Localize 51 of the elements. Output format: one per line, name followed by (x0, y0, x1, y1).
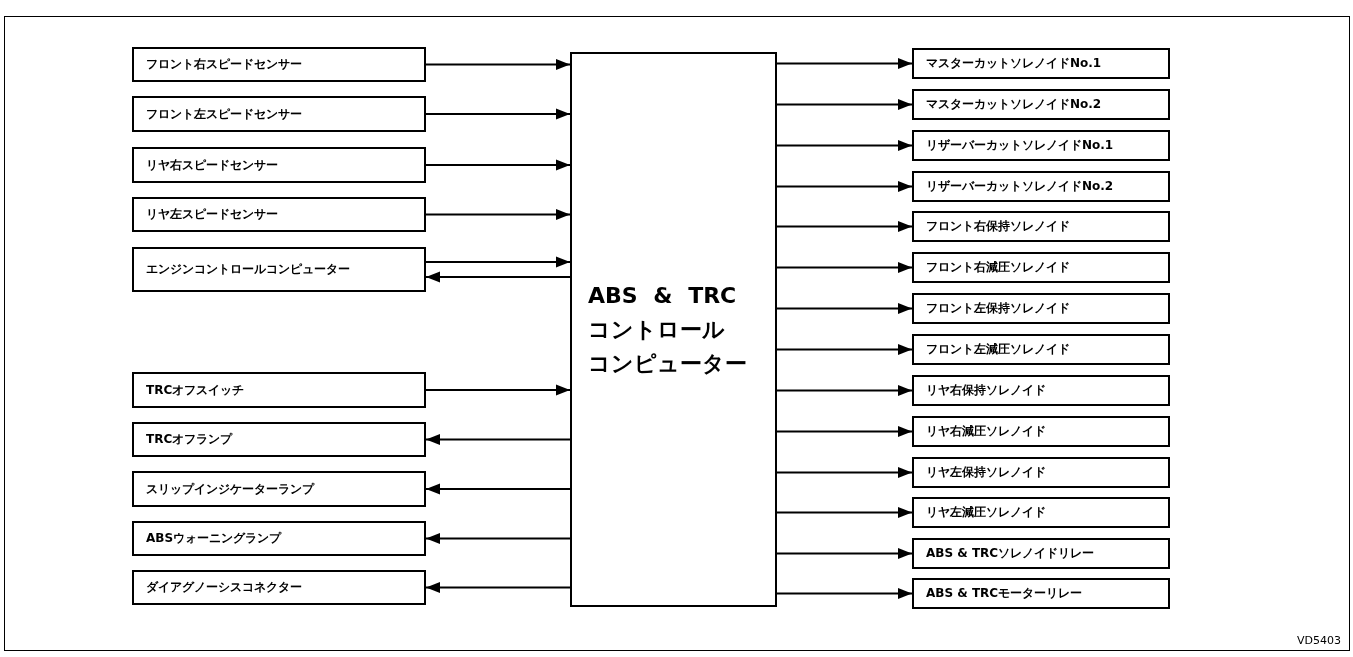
arrow (425, 581, 571, 594)
arrow (776, 466, 913, 479)
arrow (776, 98, 913, 111)
component-box: リヤ左保持ソレノイド (912, 457, 1170, 488)
component-box: リヤ右スピードセンサー (132, 147, 426, 183)
arrow (776, 220, 913, 233)
component-box: フロント右減圧ソレノイド (912, 252, 1170, 283)
component-box: リヤ左スピードセンサー (132, 197, 426, 232)
component-box: マスターカットソレノイドNo.1 (912, 48, 1170, 79)
arrow (776, 261, 913, 274)
arrow (425, 384, 571, 396)
component-box: エンジンコントロールコンピューター (132, 247, 426, 292)
arrow (776, 547, 913, 560)
arrow (776, 139, 913, 152)
arrow (776, 587, 913, 600)
arrow (425, 108, 571, 120)
arrow (425, 208, 571, 221)
figure-code: VD5403 (1297, 634, 1341, 647)
arrow (776, 343, 913, 356)
component-box: ABSウォーニングランプ (132, 521, 426, 556)
arrow (776, 57, 913, 70)
component-box: フロント左減圧ソレノイド (912, 334, 1170, 365)
component-box: フロント左保持ソレノイド (912, 293, 1170, 324)
control-unit-box: ABS & TRCコントロールコンピューター (570, 52, 777, 607)
component-box: リヤ左減圧ソレノイド (912, 497, 1170, 528)
component-box: フロント左スピードセンサー (132, 96, 426, 132)
arrow (425, 433, 571, 446)
arrow (425, 271, 571, 283)
component-box: リヤ右保持ソレノイド (912, 375, 1170, 406)
component-box: フロント右スピードセンサー (132, 47, 426, 82)
arrow (776, 425, 913, 438)
component-box: リザーバーカットソレノイドNo.2 (912, 171, 1170, 202)
arrow (776, 384, 913, 397)
arrow (776, 302, 913, 315)
component-box: TRCオフスイッチ (132, 372, 426, 408)
component-box: リヤ右減圧ソレノイド (912, 416, 1170, 447)
component-box: TRCオフランプ (132, 422, 426, 457)
component-box: ABS & TRCソレノイドリレー (912, 538, 1170, 569)
component-box: フロント右保持ソレノイド (912, 211, 1170, 242)
component-box: スリップインジケーターランプ (132, 471, 426, 507)
component-box: マスターカットソレノイドNo.2 (912, 89, 1170, 120)
arrow (425, 483, 571, 495)
component-box: ABS & TRCモーターリレー (912, 578, 1170, 609)
arrow (776, 180, 913, 193)
arrow (425, 256, 571, 268)
component-box: ダイアグノーシスコネクター (132, 570, 426, 605)
arrow (776, 506, 913, 519)
arrow (425, 532, 571, 545)
arrow (425, 159, 571, 171)
arrow (425, 58, 571, 71)
component-box: リザーバーカットソレノイドNo.1 (912, 130, 1170, 161)
